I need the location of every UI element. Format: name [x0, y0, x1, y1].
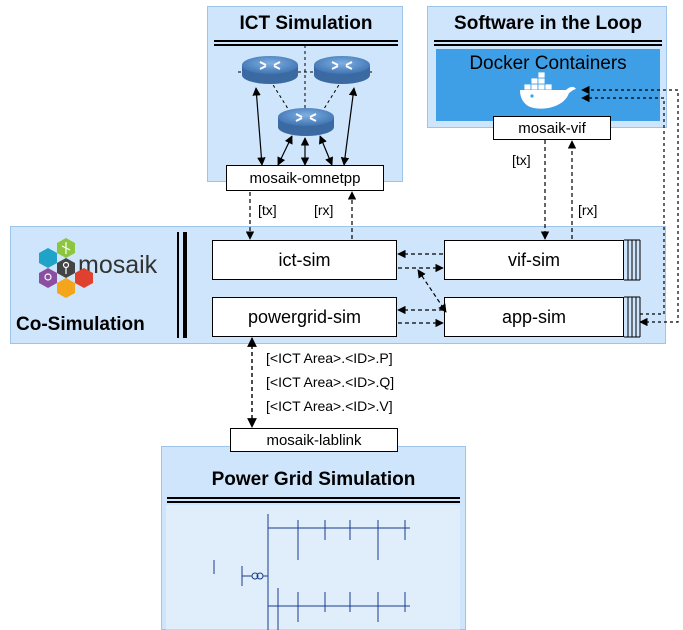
- lablink-adapter: mosaik-lablink: [230, 428, 398, 452]
- sil-title-rule: [434, 40, 662, 46]
- cosim-title: Co-Simulation: [16, 314, 145, 335]
- powergrid-sim-box: powergrid-sim: [212, 297, 397, 337]
- grid-schematic-area: [166, 505, 460, 630]
- power-grid-title: Power Grid Simulation: [211, 469, 416, 490]
- omnetpp-adapter: mosaik-omnetpp: [226, 165, 384, 191]
- app-docker-loop-outer: [581, 85, 679, 327]
- router-icon: [278, 108, 334, 136]
- mosaik-logo: [39, 238, 93, 298]
- power-grid-panel: [161, 446, 466, 630]
- ict-sim-box: ict-sim: [212, 240, 397, 280]
- ict-tx-label: [tx]: [258, 202, 277, 218]
- router-icon: [314, 56, 370, 84]
- docker-subtitle: Docker Containers: [469, 53, 627, 74]
- app-sim-stack: [624, 296, 641, 338]
- cosim-divider: [177, 232, 179, 338]
- cosim-divider-2: [183, 232, 187, 338]
- ict-rx-label: [rx]: [314, 202, 334, 218]
- vif-sim-stack: [624, 239, 641, 281]
- grid-signal-v: [<ICT Area>.<ID>.V]: [266, 398, 393, 414]
- ict-simulation-title: ICT Simulation: [239, 13, 373, 34]
- router-icon: [242, 56, 298, 84]
- sil-title: Software in the Loop: [454, 13, 642, 34]
- grid-signal-p: [<ICT Area>.<ID>.P]: [266, 350, 393, 366]
- ict-network-links: [238, 45, 372, 113]
- grid-schematic: [213, 514, 410, 630]
- sil-tx-label: [tx]: [512, 152, 531, 168]
- power-grid-title-rule: [167, 497, 460, 503]
- ict-title-rule: [214, 40, 398, 46]
- docker-icon: [520, 71, 576, 109]
- app-docker-loop-inner: [581, 93, 665, 315]
- router-omnetpp-arrows: [252, 87, 358, 166]
- vif-app-arrow: [417, 269, 447, 313]
- grid-signal-q: [<ICT Area>.<ID>.Q]: [266, 374, 395, 390]
